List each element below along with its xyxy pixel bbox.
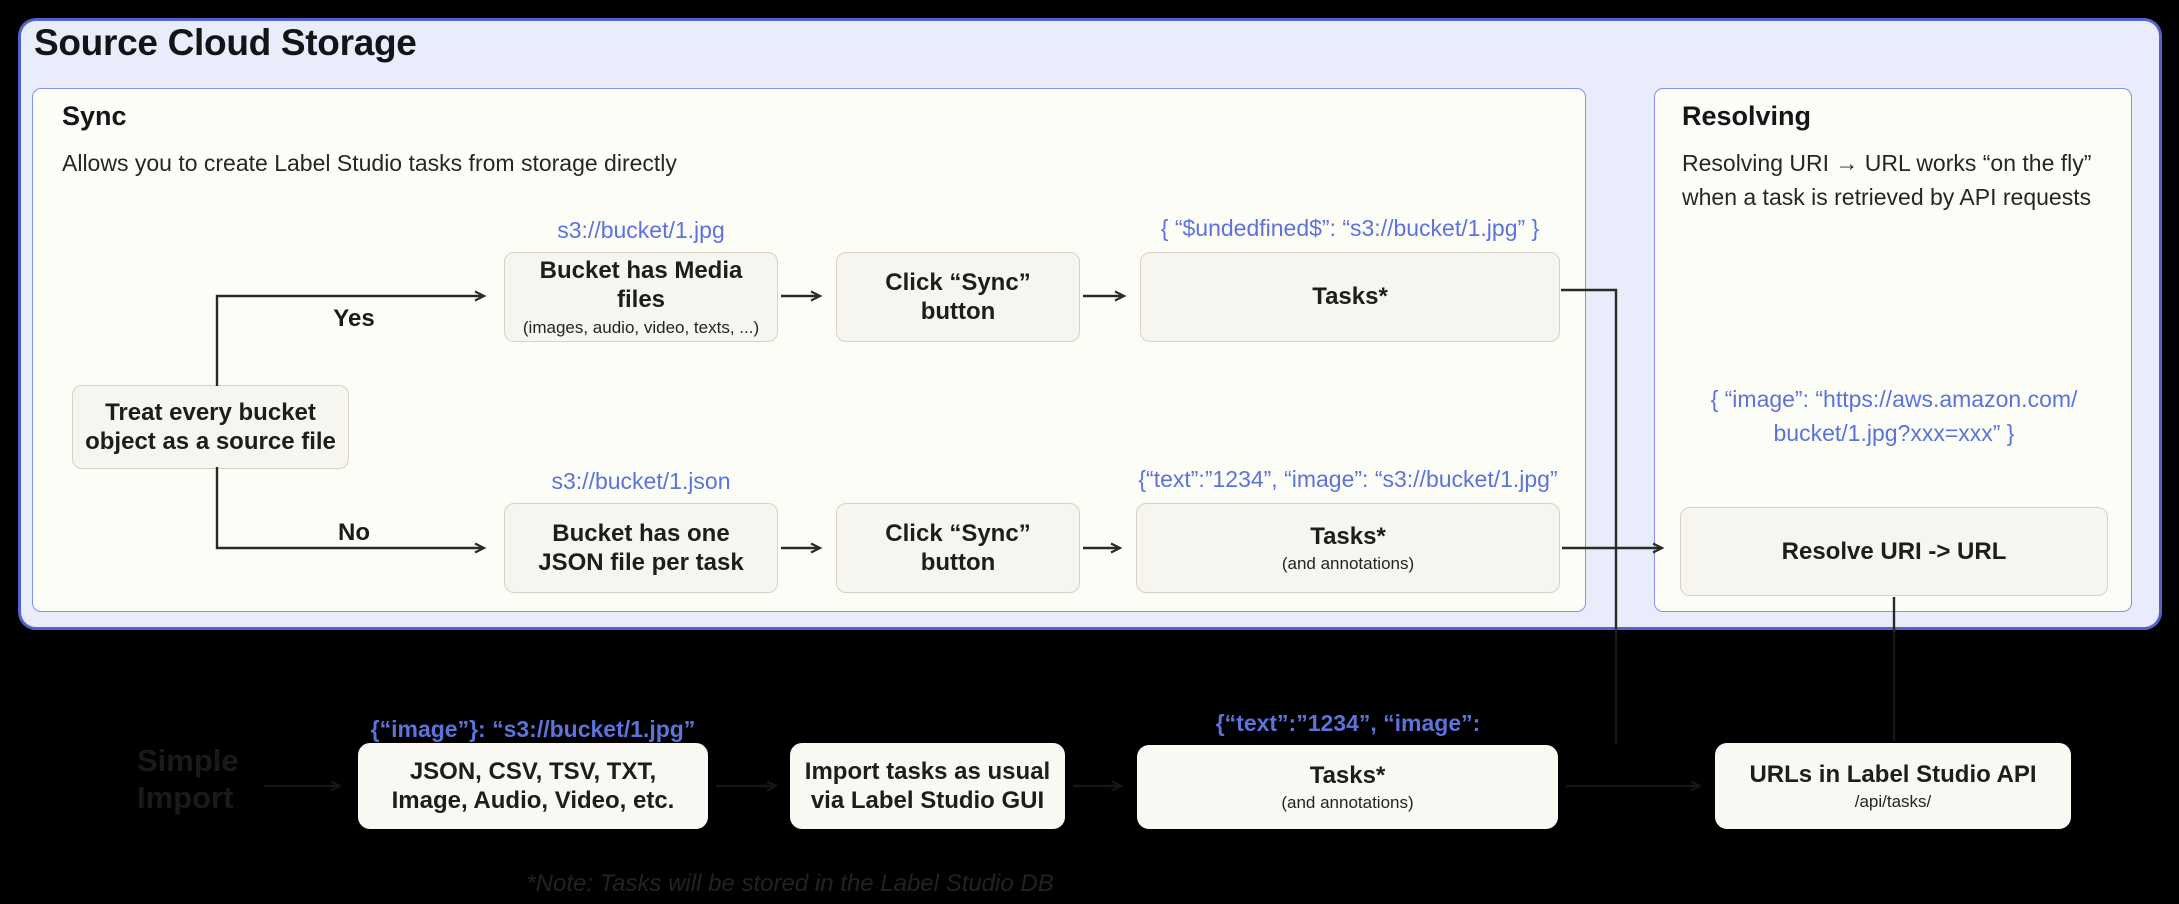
formats-node: JSON, CSV, TSV, TXT, Image, Audio, Video… <box>358 743 708 829</box>
media-files-node-title: Bucket has Media files <box>539 257 743 314</box>
resolving-heading: Resolving <box>1682 101 1812 131</box>
tasks-json-label-media: { “$undedfined$”: “s3://bucket/1.jpg” } <box>1160 215 1540 241</box>
tasks-node-json: Tasks* (and annotations) <box>1136 503 1560 593</box>
sync-heading: Sync <box>62 101 127 131</box>
page-title: Source Cloud Storage <box>34 22 417 63</box>
yes-label: Yes <box>333 305 375 332</box>
tasks-node-json-title: Tasks* <box>1310 522 1386 550</box>
json-file-node: Bucket has one JSON file per task <box>504 503 778 593</box>
media-files-node-subtitle: (images, audio, video, texts, ...) <box>522 317 760 337</box>
uri-label-json: s3://bucket/1.json <box>551 468 731 494</box>
tasks-node-media: Tasks* <box>1140 252 1560 342</box>
simple-import-label-line1: Simple <box>137 743 239 778</box>
no-label: No <box>338 519 370 546</box>
decision-node: Treat every bucket object as a source fi… <box>72 385 349 469</box>
resolve-node: Resolve URI -> URL <box>1680 507 2108 596</box>
bottom-tasks-node-subtitle: (and annotations) <box>1281 792 1414 812</box>
note-text: *Note: Tasks will be stored in the Label… <box>526 870 1054 897</box>
media-files-node: Bucket has Media files (images, audio, v… <box>504 252 778 342</box>
resolving-description-line2: when a task is retrieved by API requests <box>1682 184 2092 210</box>
api-node: URLs in Label Studio API /api/tasks/ <box>1715 743 2071 829</box>
resolved-url-label-line1: { “image”: “https://aws.amazon.com/ <box>1710 386 2078 412</box>
api-node-subtitle: /api/tasks/ <box>1854 791 1932 811</box>
resolving-description: Resolving URI → URL works “on the fly” w… <box>1682 146 2112 214</box>
tasks-node-json-subtitle: (and annotations) <box>1281 553 1415 573</box>
tasks-json-label-json: {“text”:”1234”, “image”: “s3://bucket/1.… <box>1138 466 1558 526</box>
import-gui-node: Import tasks as usual via Label Studio G… <box>790 743 1065 829</box>
bottom-tasks-node-title: Tasks* <box>1309 761 1386 789</box>
sync-description: Allows you to create Label Studio tasks … <box>62 150 677 176</box>
sync-button-node-media: Click “Sync” button <box>836 252 1080 342</box>
formats-json-label: {“image”}: “s3://bucket/1.jpg” <box>370 716 696 742</box>
uri-label-media: s3://bucket/1.jpg <box>557 217 725 243</box>
simple-import-label: Simple Import <box>137 742 239 816</box>
api-node-title: URLs in Label Studio API <box>1749 760 2037 788</box>
sync-button-node-json: Click “Sync” button <box>836 503 1080 593</box>
resolved-url-label: { “image”: “https://aws.amazon.com/ buck… <box>1684 382 2104 450</box>
bottom-tasks-node: Tasks* (and annotations) <box>1137 745 1558 829</box>
resolving-description-line1: Resolving URI → URL works “on the fly” <box>1682 150 2092 176</box>
resolved-url-label-line2: bucket/1.jpg?xxx=xxx” } <box>1773 420 2015 446</box>
simple-import-label-line2: Import <box>137 780 234 815</box>
